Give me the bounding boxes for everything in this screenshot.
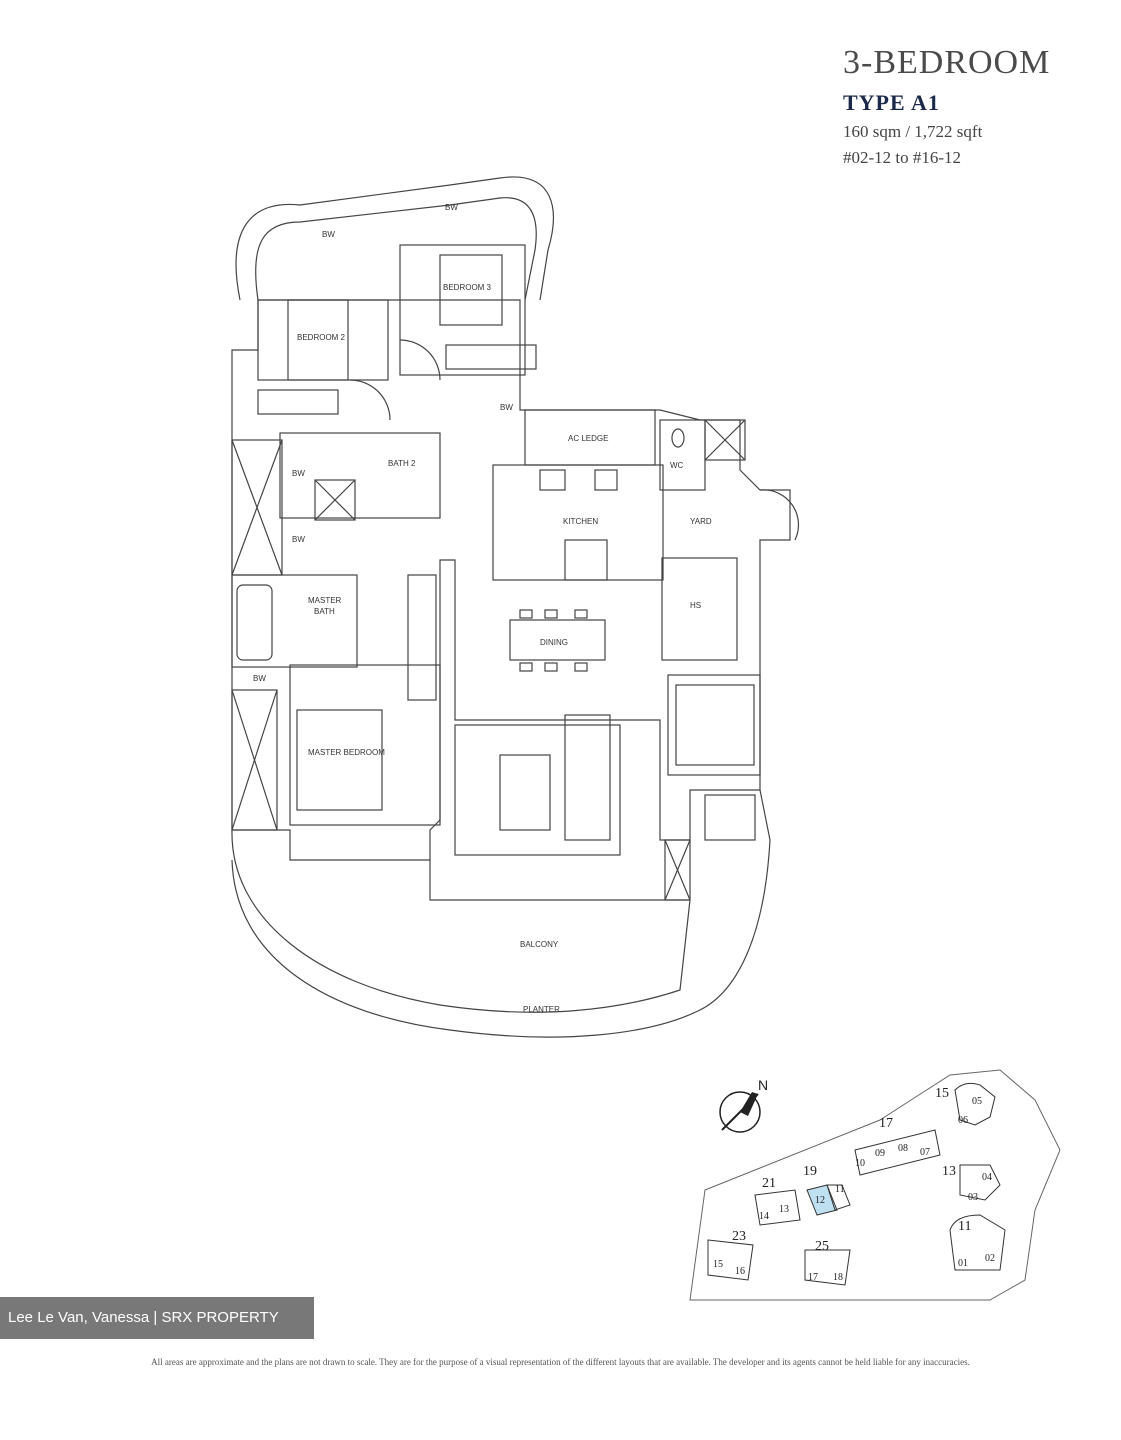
unit-number: 18 xyxy=(833,1272,843,1283)
unit-number: 09 xyxy=(875,1148,885,1159)
living-room-outline xyxy=(454,724,621,856)
wc-outline xyxy=(659,419,706,491)
balcony-label: BALCONY xyxy=(520,940,559,949)
balcony-outline xyxy=(231,829,691,1013)
bedroom3-outline xyxy=(399,244,526,376)
bw-label: BW xyxy=(292,469,305,478)
bedroom3-label: BEDROOM 3 xyxy=(443,283,492,292)
bw-label: BW xyxy=(322,230,335,239)
bw-label: BW xyxy=(500,403,513,412)
unit-number: 05 xyxy=(972,1096,982,1107)
unit-number: 12 xyxy=(815,1195,825,1206)
block-number: 25 xyxy=(815,1239,829,1254)
bath2-outline xyxy=(279,432,441,519)
unit-number: 17 xyxy=(808,1272,818,1283)
unit-number: 07 xyxy=(920,1147,930,1158)
bw-label: BW xyxy=(292,535,305,544)
household-shelter-outline xyxy=(661,557,738,661)
unit-number: 01 xyxy=(958,1258,968,1269)
bw-label: BW xyxy=(445,203,458,212)
block-number: 19 xyxy=(803,1164,817,1179)
planter-outline xyxy=(231,789,771,1038)
site-plan: 15 17 13 19 21 23 25 11 05 06 10 09 08 0… xyxy=(689,1069,1061,1301)
yard-label: YARD xyxy=(690,517,712,526)
compass-north-label: N xyxy=(758,1077,768,1093)
unit-category-title: 3-BEDROOM xyxy=(843,44,1051,81)
agent-watermark: Lee Le Van, Vanessa | SRX PROPERTY xyxy=(0,1297,314,1339)
top-bay-window-band xyxy=(235,176,554,301)
dining-label: DINING xyxy=(540,638,568,647)
master-bath-label-line1: MASTER xyxy=(308,596,342,605)
unit-number: 03 xyxy=(968,1192,978,1203)
kitchen-label: KITCHEN xyxy=(563,517,598,526)
unit-range: #02-12 to #16-12 xyxy=(843,148,962,167)
unit-number: 15 xyxy=(713,1259,723,1270)
wc-label: WC xyxy=(670,461,684,470)
block-number: 13 xyxy=(942,1164,956,1179)
unit-number: 11 xyxy=(835,1184,845,1195)
bath2-label: BATH 2 xyxy=(388,459,416,468)
master-bedroom-outline xyxy=(289,664,441,826)
unit-number: 02 xyxy=(985,1253,995,1264)
title-block: 3-BEDROOM TYPE A1 160 sqm / 1,722 sqft #… xyxy=(843,44,1093,168)
unit-number: 16 xyxy=(735,1266,745,1277)
ac-ledge-label: AC LEDGE xyxy=(568,434,608,443)
unit-number: 13 xyxy=(779,1204,789,1215)
master-bath-label-line2: BATH xyxy=(314,607,335,616)
dining-table xyxy=(509,619,606,661)
block-number: 21 xyxy=(762,1176,776,1191)
master-bath-outline xyxy=(231,574,358,668)
unit-number: 06 xyxy=(958,1115,968,1126)
unit-area: 160 sqm / 1,722 sqft xyxy=(843,122,983,141)
hs-label: HS xyxy=(690,601,701,610)
master-bedroom-label: MASTER BEDROOM xyxy=(308,748,385,757)
site-boundary xyxy=(689,1069,1061,1301)
unit-number: 10 xyxy=(855,1158,865,1169)
block-number: 23 xyxy=(732,1229,746,1244)
unit-number: 04 xyxy=(982,1172,992,1183)
disclaimer-text: All areas are approximate and the plans … xyxy=(151,1357,970,1367)
block-number: 11 xyxy=(958,1219,971,1234)
bedroom2-label: BEDROOM 2 xyxy=(297,333,346,342)
block-number: 17 xyxy=(879,1116,893,1131)
unit-type-label: TYPE A1 xyxy=(843,90,940,115)
unit-number: 08 xyxy=(898,1143,908,1154)
planter-label: PLANTER xyxy=(523,1005,560,1014)
unit-number: 14 xyxy=(759,1211,769,1222)
bw-label: BW xyxy=(253,674,266,683)
block-number: 15 xyxy=(935,1086,949,1101)
north-compass-icon: N xyxy=(719,1077,768,1133)
